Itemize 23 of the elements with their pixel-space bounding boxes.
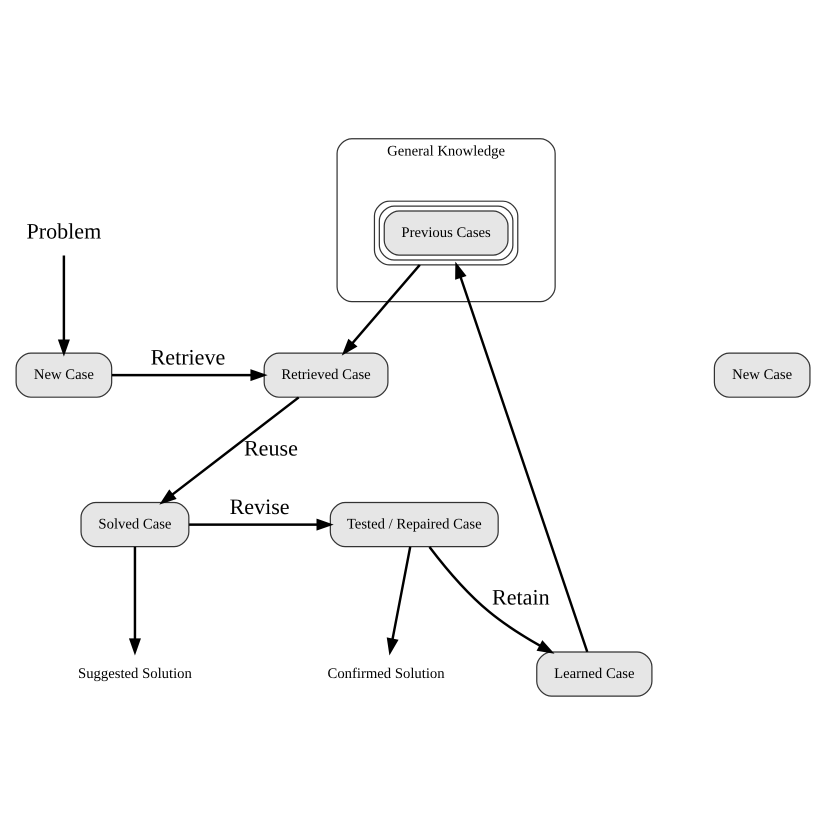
- edge-label: Retain: [492, 584, 550, 610]
- node-box: Retrieved Case: [264, 352, 389, 398]
- node-box: Learned Case: [536, 651, 653, 697]
- arrow: [112, 369, 268, 382]
- node-box: Tested / Repaired Case: [330, 502, 499, 548]
- node-text: Confirmed Solution: [328, 666, 445, 682]
- node-box: New Case: [16, 352, 112, 398]
- edge-label: Revise: [230, 494, 290, 520]
- arrow: [342, 264, 421, 356]
- arrow: [58, 255, 70, 357]
- node-text: Suggested Solution: [78, 666, 192, 682]
- arrow: [159, 396, 300, 505]
- arrow: [189, 518, 334, 531]
- arrow: [428, 546, 554, 654]
- edge-label: Reuse: [244, 435, 298, 460]
- node-box: Solved Case: [80, 502, 190, 548]
- node-box: Previous Cases: [374, 200, 518, 266]
- arrow: [455, 262, 588, 652]
- arrow: [128, 546, 141, 656]
- node-text: Problem: [26, 218, 102, 244]
- node-box: New Case: [714, 352, 811, 398]
- arrow: [386, 546, 412, 656]
- edge-label: Retrieve: [150, 344, 226, 370]
